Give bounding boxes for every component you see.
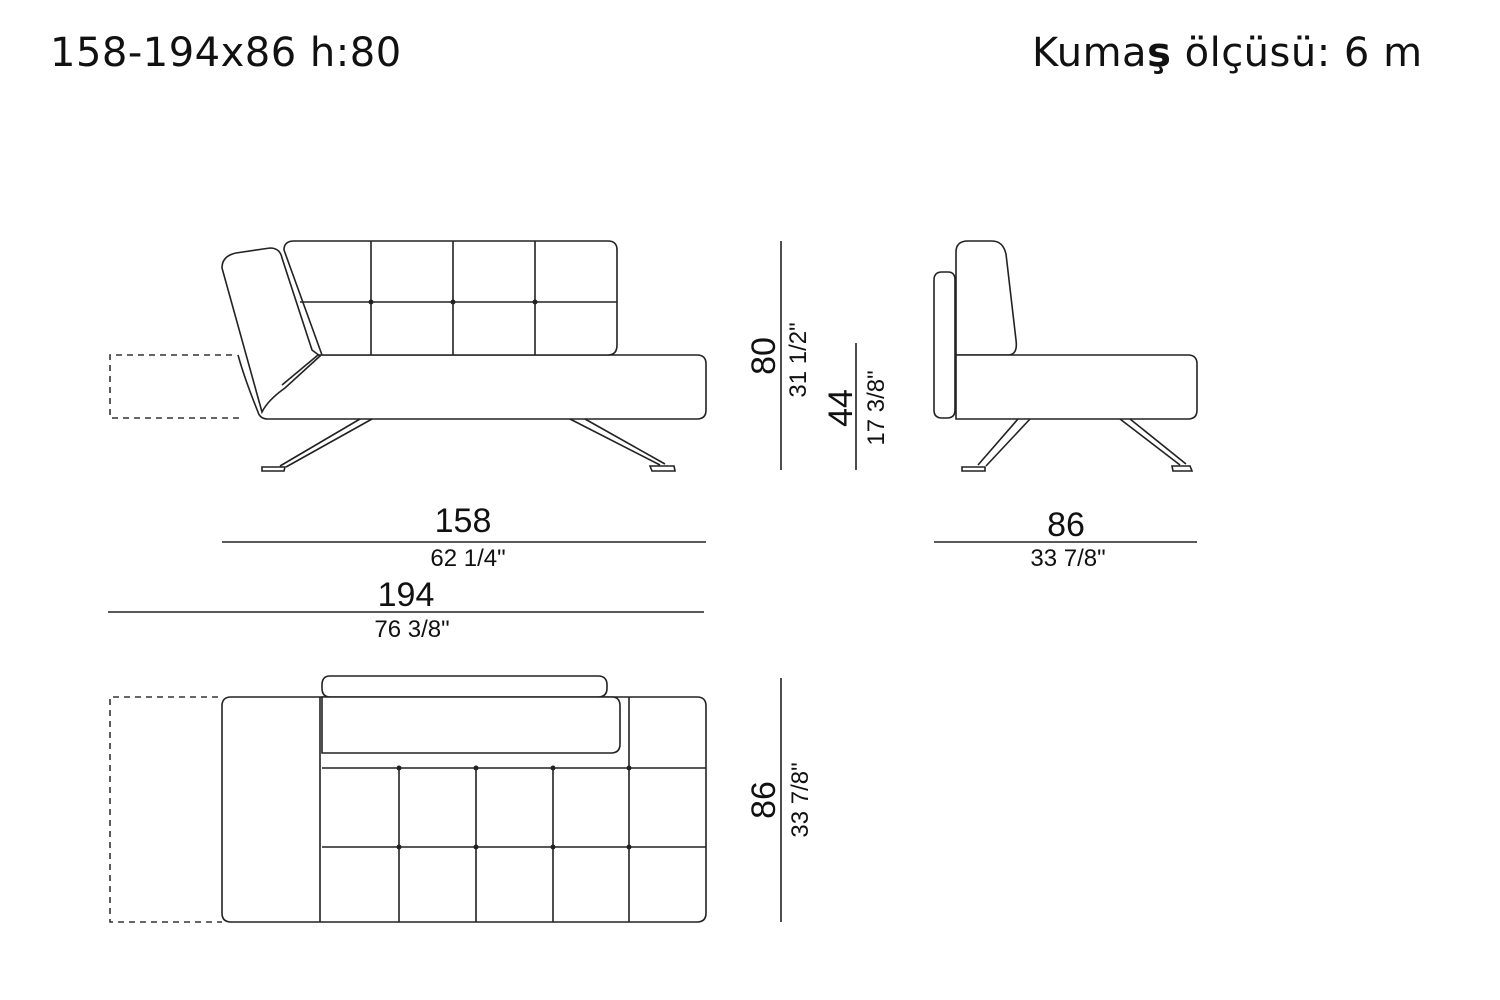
fabric-label-bold: ş — [1147, 30, 1172, 76]
side-view — [933, 240, 1198, 472]
height-dimension: 80 31 1/2" 44 17 3/8" — [745, 241, 890, 470]
front-seat — [237, 354, 707, 420]
side-right-leg — [1119, 418, 1194, 472]
fabric-label-pre: Kuma — [1032, 30, 1148, 76]
fabric-requirement: Kumaş ölçüsü: 6 m — [1032, 30, 1423, 76]
length-open-dimension: 194 76 3/8" — [108, 576, 704, 643]
height-cm: 80 — [745, 337, 783, 375]
depth-top-inch: 33 7/8" — [787, 762, 814, 837]
front-right-leg — [569, 418, 676, 472]
top-bolster — [321, 675, 608, 698]
side-backrest — [955, 240, 1018, 356]
top-view — [109, 675, 707, 923]
side-left-leg — [961, 418, 1031, 472]
side-armrest — [933, 271, 956, 419]
front-extension-outline — [109, 354, 240, 419]
size-spec-title: 158-194x86 h:80 — [50, 30, 402, 76]
top-extension-outline — [109, 696, 222, 923]
length-closed-cm: 158 — [435, 502, 492, 540]
seat-height-inch: 17 3/8" — [863, 370, 890, 445]
side-seat — [955, 354, 1198, 420]
front-view — [109, 240, 707, 472]
front-left-leg — [261, 418, 373, 472]
depth-top-cm: 86 — [745, 781, 783, 819]
length-closed-inch: 62 1/4" — [430, 545, 505, 572]
depth-side-dimension: 86 33 7/8" — [934, 506, 1197, 572]
fabric-label-post: ölçüsü: 6 m — [1171, 30, 1423, 76]
top-backrest — [321, 696, 621, 754]
seat-height-cm: 44 — [822, 389, 860, 427]
depth-side-cm: 86 — [1047, 506, 1085, 544]
depth-top-dimension: 86 33 7/8" — [745, 678, 814, 922]
depth-side-inch: 33 7/8" — [1030, 545, 1105, 572]
length-open-cm: 194 — [378, 576, 435, 614]
front-backrest — [283, 240, 618, 356]
height-inch: 31 1/2" — [785, 322, 812, 397]
length-open-inch: 76 3/8" — [374, 616, 449, 643]
length-closed-dimension: 158 62 1/4" — [222, 502, 706, 572]
front-headrest — [221, 247, 322, 415]
